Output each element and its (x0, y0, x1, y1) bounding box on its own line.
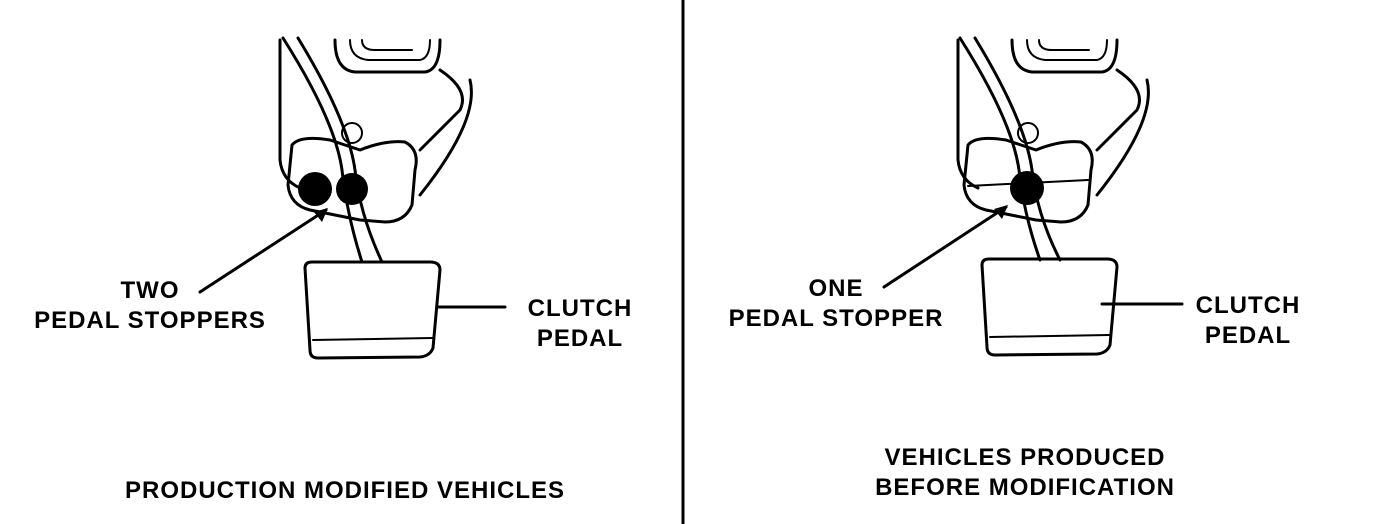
right-caption-line1: VEHICLES PRODUCED (884, 444, 1165, 471)
pedal-stopper (1010, 171, 1044, 205)
pedal-stopper-2 (336, 173, 368, 205)
left-stopper-leader (198, 208, 328, 294)
left-caption: PRODUCTION MODIFIED VEHICLES (125, 477, 565, 504)
right-pedal-label-line1: CLUTCH (1196, 292, 1301, 319)
right-stopper-label-line2: PEDAL STOPPER (729, 305, 944, 332)
pedal-stopper-1 (298, 172, 332, 206)
right-pedal-label-line2: PEDAL (1205, 322, 1291, 349)
left-panel: TWO PEDAL STOPPERS CLUTCH PEDAL PRODUCTI… (34, 36, 633, 504)
left-pedal-illustration (278, 36, 473, 360)
left-stopper-arrowhead (314, 208, 328, 222)
left-pedal-label-line2: PEDAL (537, 325, 623, 352)
left-stopper-label-line2: PEDAL STOPPERS (34, 307, 266, 334)
right-caption-line2: BEFORE MODIFICATION (875, 474, 1175, 501)
right-stopper-arrowhead (994, 205, 1008, 219)
right-pedal-illustration (956, 36, 1150, 357)
left-pedal-label-line1: CLUTCH (528, 295, 633, 322)
left-stopper-label-line1: TWO (121, 277, 180, 304)
right-stopper-label-line1: ONE (808, 275, 863, 302)
right-panel: ONE PEDAL STOPPER CLUTCH PEDAL VEHICLES … (729, 36, 1301, 501)
right-stopper-leader (882, 205, 1008, 289)
